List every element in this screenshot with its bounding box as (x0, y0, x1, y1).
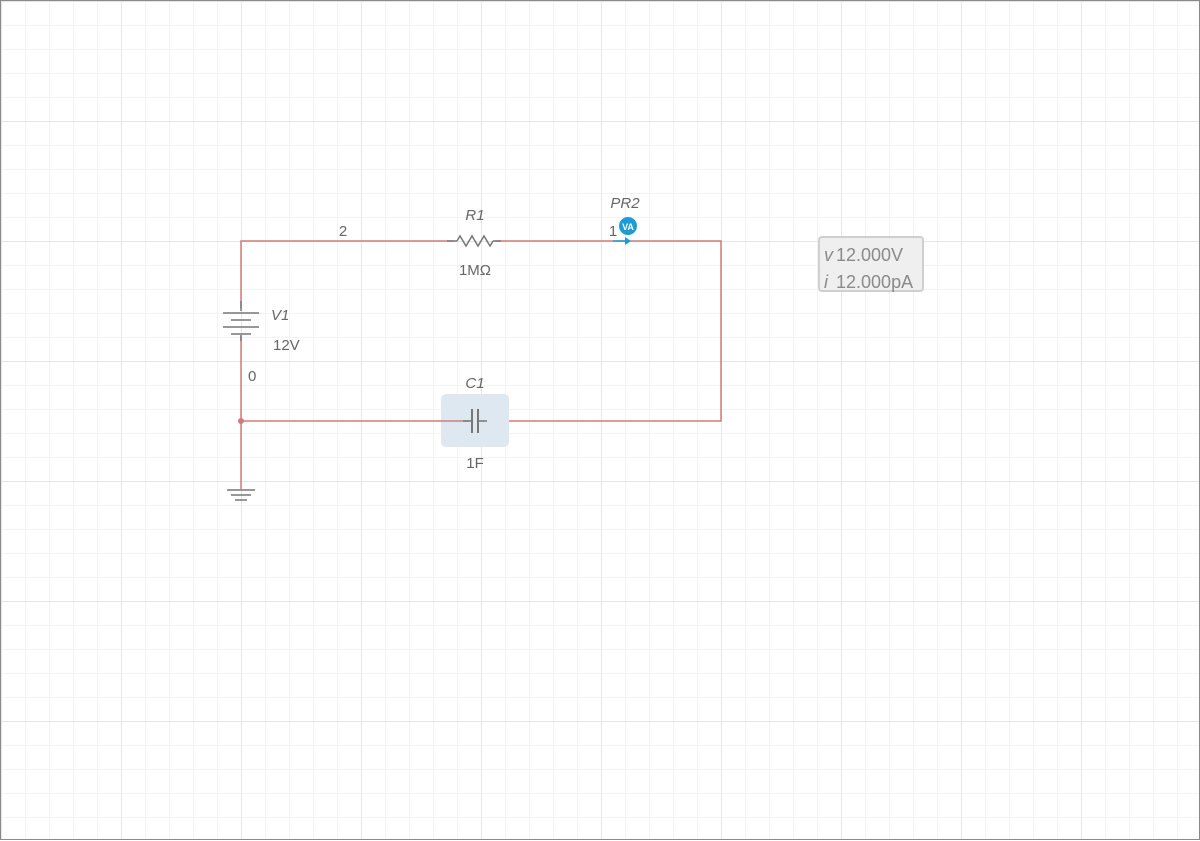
probe-name: PR2 (610, 195, 640, 212)
wire-top-left[interactable] (240, 240, 453, 308)
capacitor-selection-highlight (441, 394, 509, 447)
voltage-symbol: v (824, 245, 833, 265)
probe-voltage-value: 12.000V (836, 245, 904, 265)
resistor-value: 1MΩ (459, 262, 491, 279)
net-label-probe: 1 (609, 223, 617, 240)
capacitor-c1[interactable] (463, 409, 487, 433)
capacitor-value: 1F (466, 455, 484, 472)
wire-right[interactable] (495, 240, 722, 422)
source-name: V1 (271, 307, 289, 324)
probe-current-row: i 12.000pA (824, 269, 922, 296)
ground-icon[interactable] (227, 489, 255, 501)
net-label-top: 2 (339, 223, 347, 240)
capacitor-name: C1 (465, 375, 484, 392)
source-value: 12V (273, 337, 300, 354)
probe-current-value: 12.000pA (836, 272, 914, 292)
current-symbol: i (824, 272, 828, 292)
net-label-ground: 0 (248, 368, 256, 385)
resistor-symbol (456, 234, 494, 248)
junction-dot (238, 418, 244, 424)
probe-badge-icon (619, 217, 637, 235)
resistor-name: R1 (465, 207, 484, 224)
dc-source-v1[interactable] (223, 301, 259, 341)
probe-arrow-icon (625, 237, 631, 245)
wires (240, 240, 722, 422)
probe-badge-label: VA (622, 222, 634, 232)
probe-pr2[interactable]: VA (613, 217, 637, 245)
resistor-r1[interactable] (447, 234, 501, 248)
